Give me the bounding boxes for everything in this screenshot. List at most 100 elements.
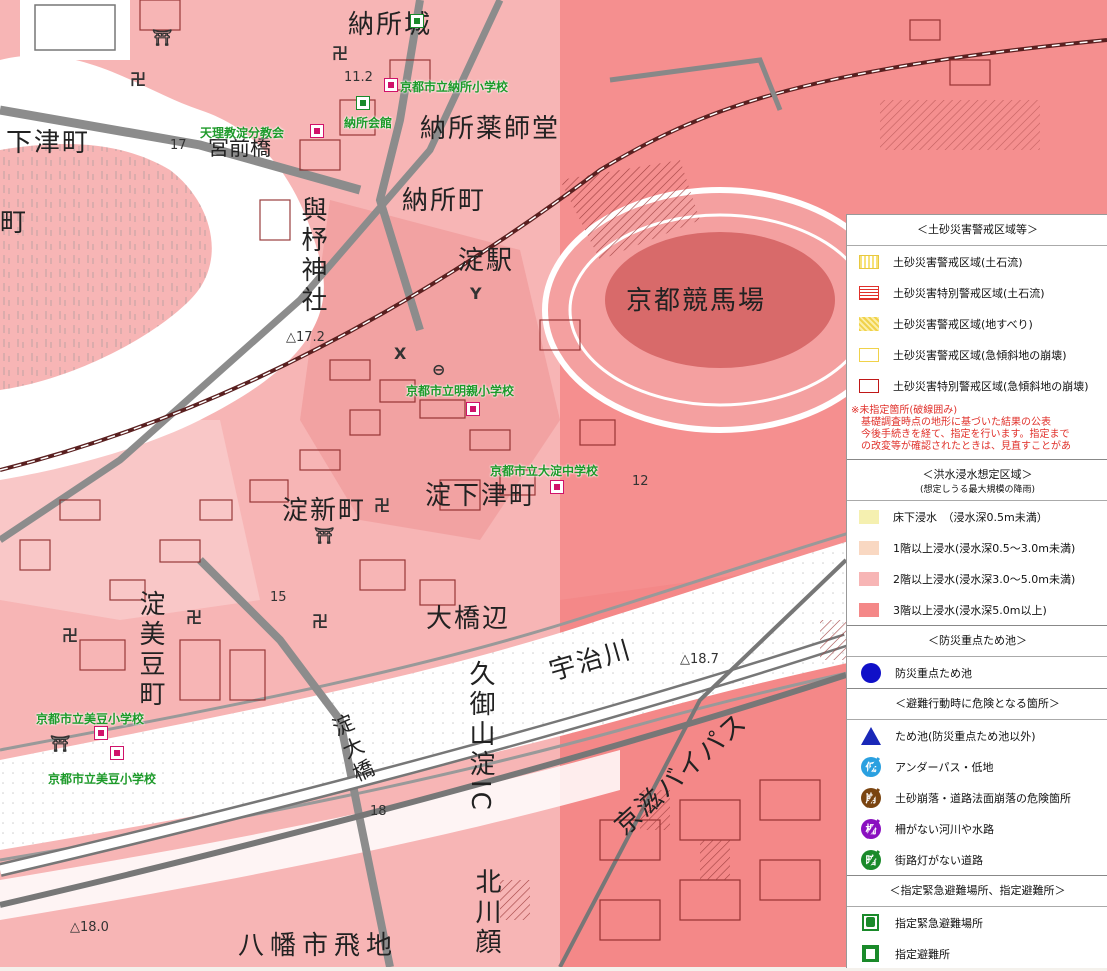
legend-item-steep-slope-special: 土砂災害特別警戒区域(急傾斜地の崩壊) [847,370,1107,401]
legend-item-emergency-site: 指定緊急避難場所 [847,907,1107,938]
facility-tenri-church[interactable]: 天理教淀分教会 [200,126,285,140]
no-fence-icon: 柵 [859,818,883,840]
legend-item-evacuation-shelter: 指定避難所 [847,938,1107,968]
emergency-site-marker-icon[interactable] [356,96,370,110]
blue-circle-icon [859,662,883,684]
legend-item-label: 土砂災害警戒区域(急傾斜地の崩壊) [893,348,1067,362]
dark-road-icon: 暗 [859,849,883,871]
evacuation-shelter-icon [859,943,883,965]
temple-icon: 卍 [186,608,203,627]
facility-meichin-elementary[interactable]: 京都市立明親小学校 [406,384,515,398]
legend-swatch [859,571,879,586]
legend-item-debris-flow-warning: 土砂災害警戒区域(土石流) [847,246,1107,277]
shrine-icon: ⛩ [314,526,335,545]
map-legend: ＜土砂災害警戒区域等＞ 土砂災害警戒区域(土石流) 土砂災害特別警戒区域(土石流… [846,214,1107,968]
top-left-block [20,0,130,60]
shelter-marker-icon[interactable] [110,746,124,760]
underpass-icon: 低 [859,756,883,778]
legend-swatch [859,347,879,362]
shelter-marker-icon[interactable] [550,480,564,494]
flood-zone-deep-town [300,200,560,540]
legend-item-landslide-danger: 崩 土砂崩落・道路法面崩落の危険箇所 [847,782,1107,813]
legend-item-flood-3-5: 2階以上浸水(浸水深3.0〜5.0m未満) [847,563,1107,594]
legend-swatch [859,378,879,393]
legend-swatch [859,285,879,300]
legend-item-flood-lt05: 床下浸水 （浸水深0.5m未満） [847,501,1107,532]
shrine-icon: ⛩ [50,734,71,753]
legend-item-debris-flow-special: 土砂災害特別警戒区域(土石流) [847,277,1107,308]
legend-danger-header: ＜避難行動時に危険となる箇所＞ [847,688,1107,720]
place-nouso-yakushido: 納所薬師堂 [420,114,561,144]
legend-item-label: 土砂災害警戒区域(地すべり) [893,317,1033,331]
place-yodo-eki: 淀駅 [458,246,515,276]
post-office-icon: ⊖ [432,360,446,379]
facility-mizu-elementary-1[interactable]: 京都市立美豆小学校 [36,712,145,726]
facility-nouso-hall[interactable]: 納所会館 [344,116,393,130]
place-left-edge-cho: 町 [0,208,29,238]
legend-item-priority-pond: 防災重点ため池 [847,657,1107,688]
temple-icon: 卍 [62,626,79,645]
shelter-marker-icon[interactable] [310,124,324,138]
temple-icon: 卍 [374,496,391,515]
emergency-evacuation-site-icon [859,912,883,934]
triangle-icon [859,725,883,747]
shelter-marker-icon[interactable] [94,726,108,740]
facility-mizu-elementary-2[interactable]: 京都市立美豆小学校 [48,772,157,786]
legend-item-no-fence: 柵 柵がない河川や水路 [847,813,1107,844]
legend-item-landslide-warning: 土砂災害警戒区域(地すべり) [847,308,1107,339]
elevation-point: 17 [170,138,187,153]
legend-swatch [859,509,879,524]
legend-item-steep-slope-warning: 土砂災害警戒区域(急傾斜地の崩壊) [847,339,1107,370]
shelter-marker-icon[interactable] [466,402,480,416]
legend-note-line: の改変等が確認されたときは、見直すことがあ [861,441,1071,452]
place-kyoto-keibajo: 京都競馬場 [626,286,767,316]
road-east [609,57,783,111]
legend-item-label: ため池(防災重点ため池以外) [895,729,1036,743]
legend-item-label: 土砂災害警戒区域(土石流) [893,255,1023,269]
legend-flood-header: ＜洪水浸水想定区域＞ (想定しうる最大規模の降雨) [847,459,1107,501]
bypass-south [558,558,848,968]
legend-flood-subtitle: (想定しうる最大規模の降雨) [919,484,1036,495]
place-yodo-shinmachi: 淀新町 [282,496,367,526]
legend-swatch [859,316,879,331]
emergency-site-marker-icon[interactable] [410,14,424,28]
legend-item-label: 土砂災害特別警戒区域(急傾斜地の崩壊) [893,379,1089,393]
legend-note-line: 基礎調査時点の地形に基づいた結果の公表 [861,417,1051,428]
legend-item-label: 指定緊急避難場所 [895,916,983,930]
place-kitakawazura: 北川顔 [471,868,501,958]
road-miyamae [0,105,362,195]
place-ohashibe: 大橋辺 [426,604,511,634]
place-nouso-machi: 納所町 [402,186,487,216]
legend-item-label: 土砂崩落・道路法面崩落の危険箇所 [895,791,1071,805]
legend-note-line: ※未指定箇所(破線囲み) [851,405,958,416]
legend-item-label: 3階以上浸水(浸水深5.0m以上) [893,603,1047,617]
elevation-point: 18 [370,804,387,819]
temple-icon: 卍 [332,44,349,63]
road-south [197,557,394,968]
shelter-marker-icon[interactable] [384,78,398,92]
elevation-point: 12 [632,474,649,489]
legend-item-label: 2階以上浸水(浸水深3.0〜5.0m未満) [893,572,1076,586]
legend-sediment-note: ※未指定箇所(破線囲み) 基礎調査時点の地形に基づいた結果の公表 今後手続きを経… [847,401,1107,459]
legend-item-label: 床下浸水 （浸水深0.5m未満） [893,510,1048,524]
place-yodo-mizu-machi: 淀美豆町 [135,590,165,710]
shrine-icon: ⛩ [152,28,173,47]
temple-icon: 卍 [130,70,147,89]
legend-item-label: アンダーパス・低地 [895,760,994,774]
legend-item-flood-gt5: 3階以上浸水(浸水深5.0m以上) [847,594,1107,625]
legend-shelter-header: ＜指定緊急避難場所、指定避難所＞ [847,875,1107,907]
elevation-point: △18.0 [70,920,109,935]
highway-keiji-2 [0,672,847,908]
elevation-point: △18.7 [680,652,719,667]
facility-yodo-junior-high[interactable]: 京都市立大淀中学校 [490,464,599,478]
facility-nouso-elementary[interactable]: 京都市立納所小学校 [400,80,509,94]
flood-zone-lighter-west [0,420,260,620]
elevation-point: △17.2 [286,330,325,345]
legend-swatch [859,602,879,617]
place-yawata-tobichi: 八幡市飛地 [238,931,399,961]
legend-item-flood-05-3: 1階以上浸水(浸水深0.5〜3.0m未満) [847,532,1107,563]
town-buildings [19,0,991,941]
legend-swatch [859,254,879,269]
